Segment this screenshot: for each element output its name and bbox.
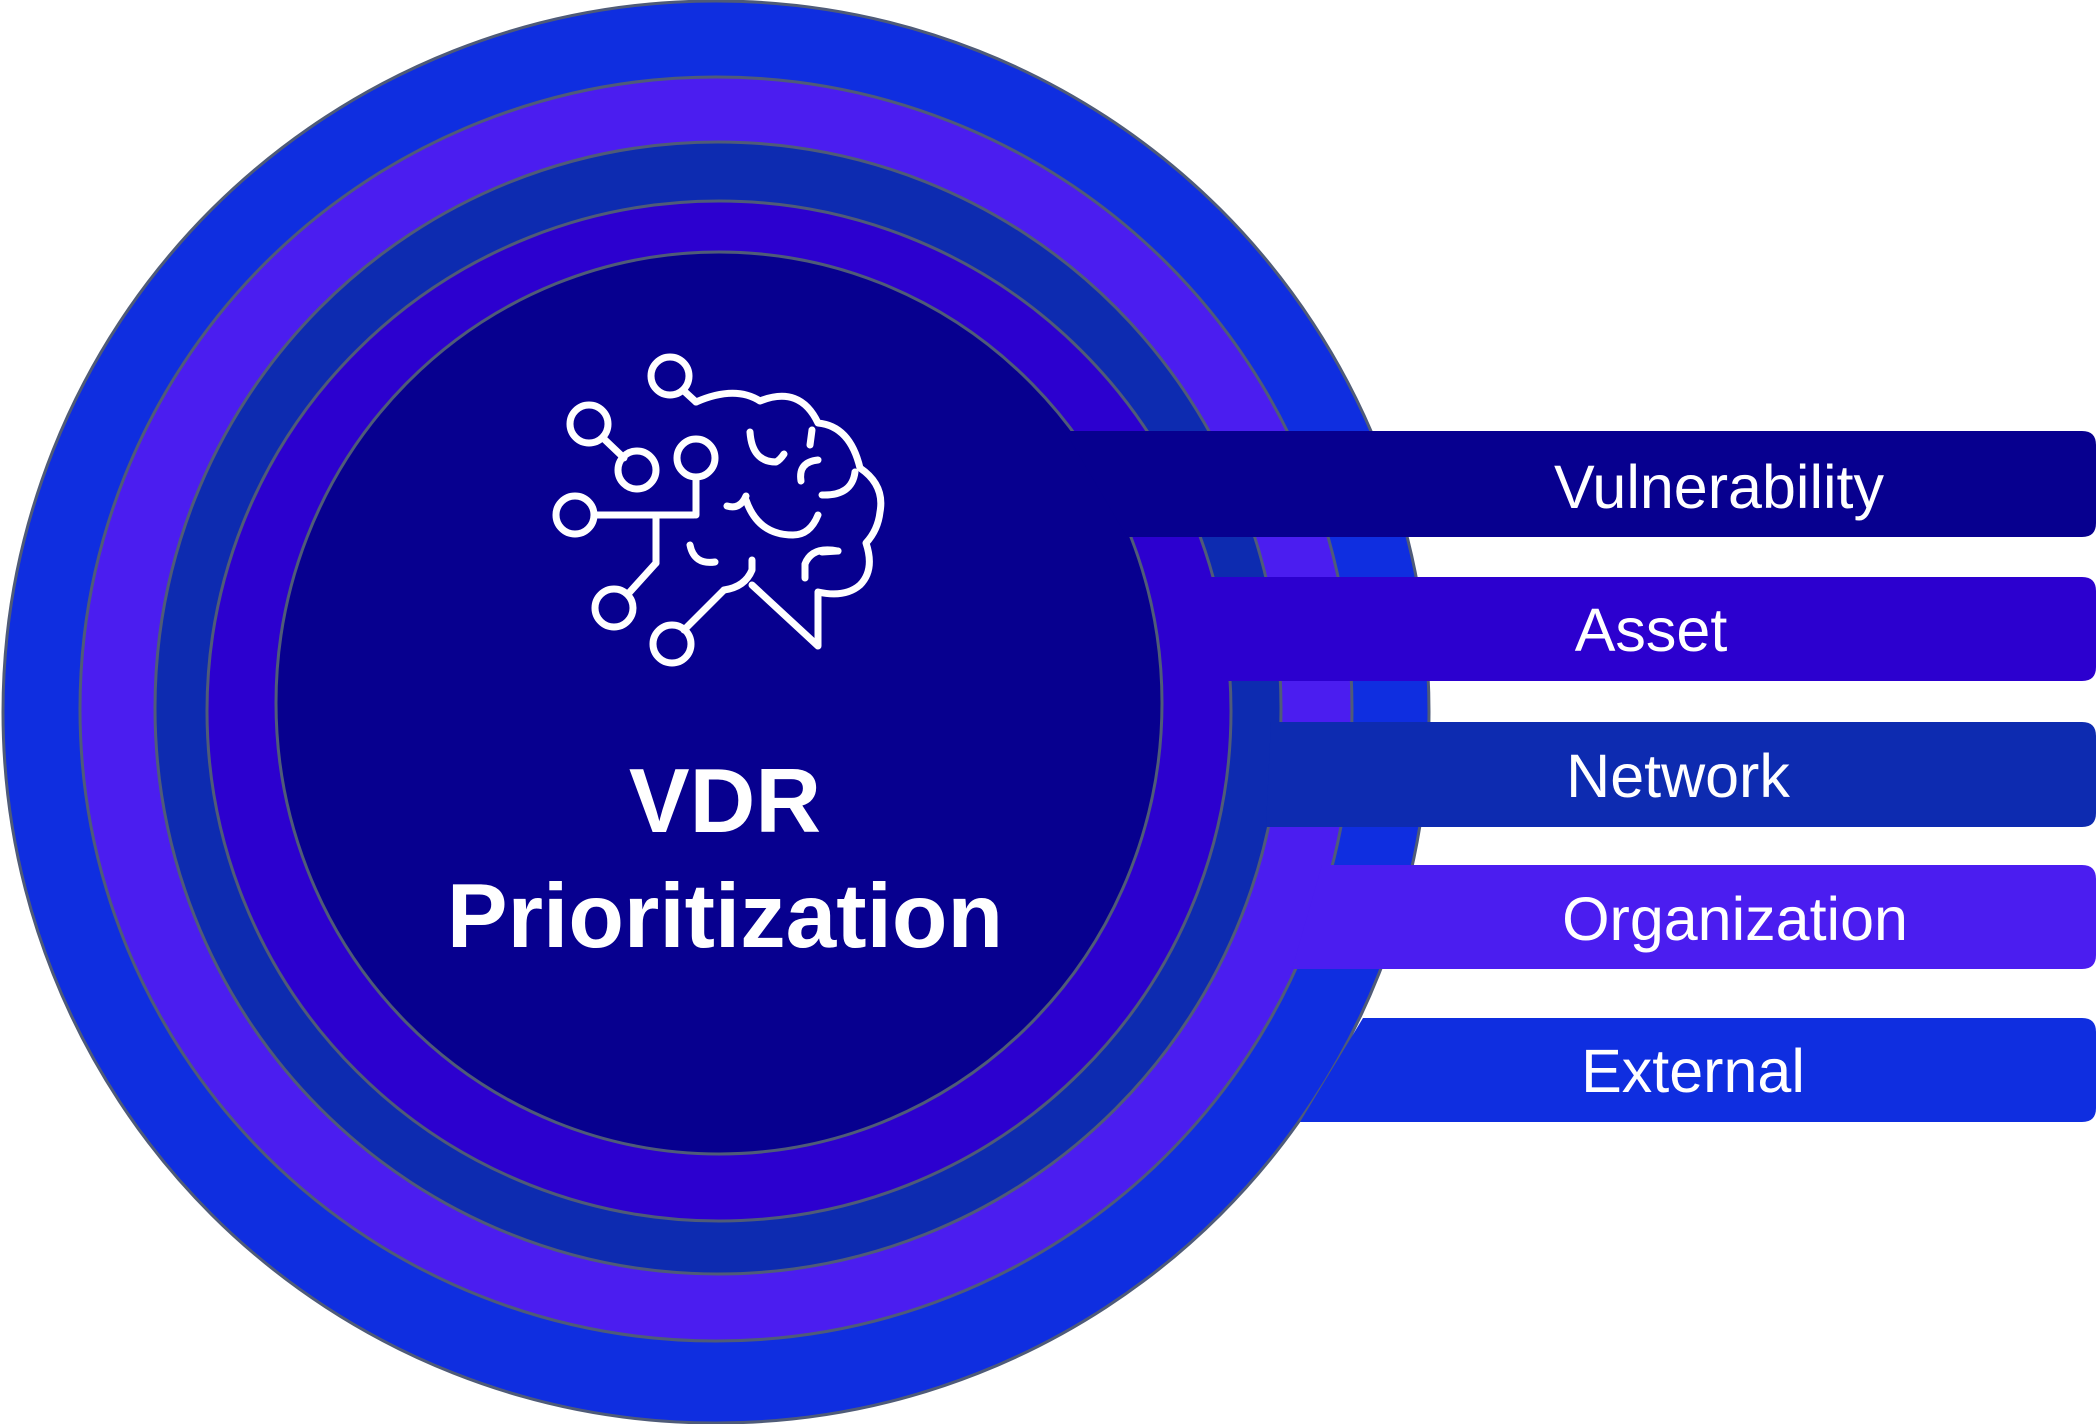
title-line-1: VDR [629,751,821,852]
label-text-asset: Asset [1575,596,1728,664]
label-network: Network [1266,722,2096,827]
bar-external [1300,1018,2096,1122]
title-line-2: Prioritization [447,866,1003,967]
layer-rings [1,0,1431,1424]
bar-asset [1208,577,2096,681]
label-text-external: External [1581,1037,1805,1105]
brain-network-icon [552,353,885,667]
bar-organization [1292,865,2096,969]
center-title: VDR Prioritization [447,751,1003,967]
ring-vulnerability [274,250,1164,1156]
label-asset: Asset [1208,577,2096,681]
label-organization: Organization [1292,865,2096,969]
label-external: External [1300,1018,2096,1122]
label-text-network: Network [1566,742,1790,810]
bar-vulnerability [1065,431,2096,537]
layer-labels: Vulnerability Asset Network Organization… [1065,431,2096,1122]
label-vulnerability: Vulnerability [1065,431,2096,537]
bar-network [1266,722,2096,827]
label-text-organization: Organization [1562,885,1908,953]
label-text-vulnerability: Vulnerability [1554,453,1885,521]
